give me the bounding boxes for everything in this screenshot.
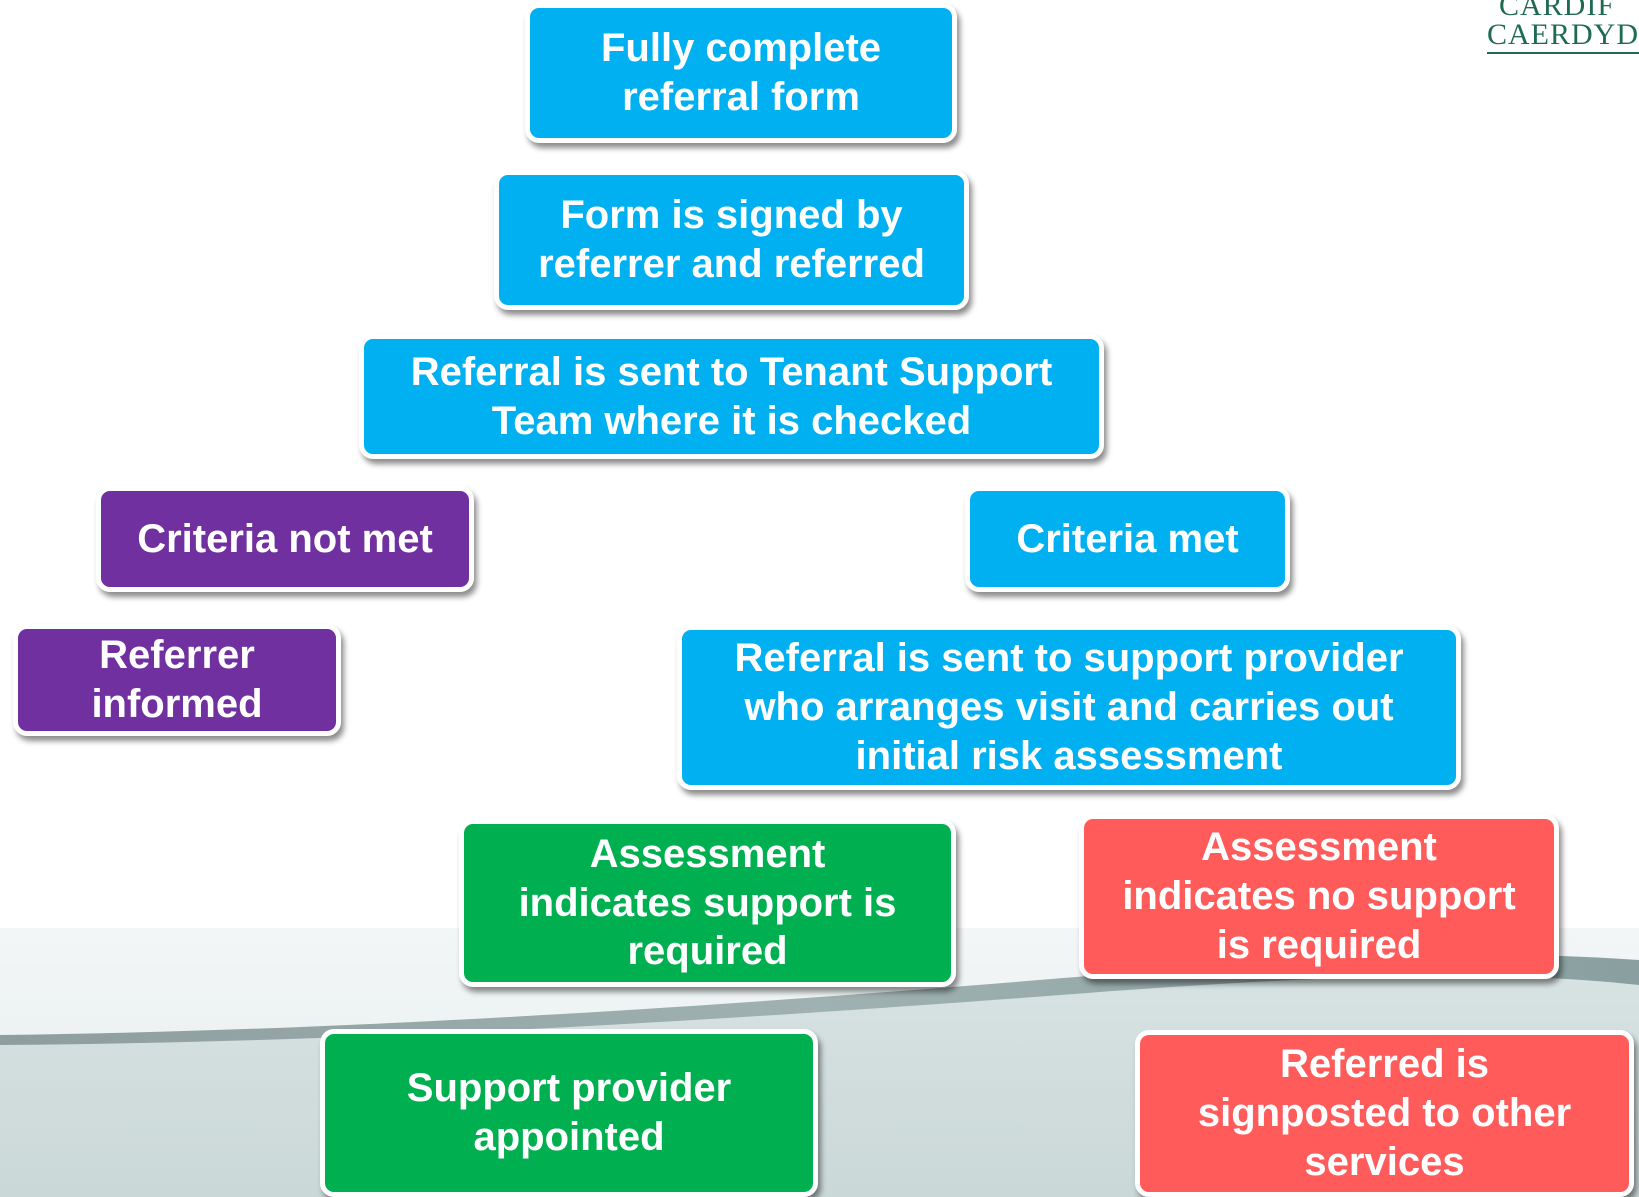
- council-logo: CARDIF CAERDYDD: [1487, 0, 1639, 54]
- node-assessment-support-required: Assessment indicates support is required: [459, 819, 956, 987]
- node-sent-to-tenant-support-team: Referral is sent to Tenant Support Team …: [359, 334, 1104, 459]
- logo-line-2: CAERDYDD: [1487, 20, 1639, 54]
- node-sent-to-support-provider: Referral is sent to support provider who…: [677, 625, 1461, 790]
- logo-line-1: CARDIF: [1499, 0, 1616, 22]
- node-criteria-not-met: Criteria not met: [96, 486, 474, 592]
- node-referrer-informed: Referrer informed: [13, 624, 341, 736]
- node-assessment-no-support-required: Assessment indicates no support is requi…: [1079, 814, 1559, 979]
- node-support-provider-appointed: Support provider appointed: [320, 1029, 818, 1197]
- node-fully-complete-referral-form: Fully complete referral form: [525, 3, 957, 143]
- node-form-signed: Form is signed by referrer and referred: [494, 170, 969, 310]
- node-criteria-met: Criteria met: [965, 486, 1290, 592]
- node-referred-signposted: Referred is signposted to other services: [1135, 1030, 1634, 1197]
